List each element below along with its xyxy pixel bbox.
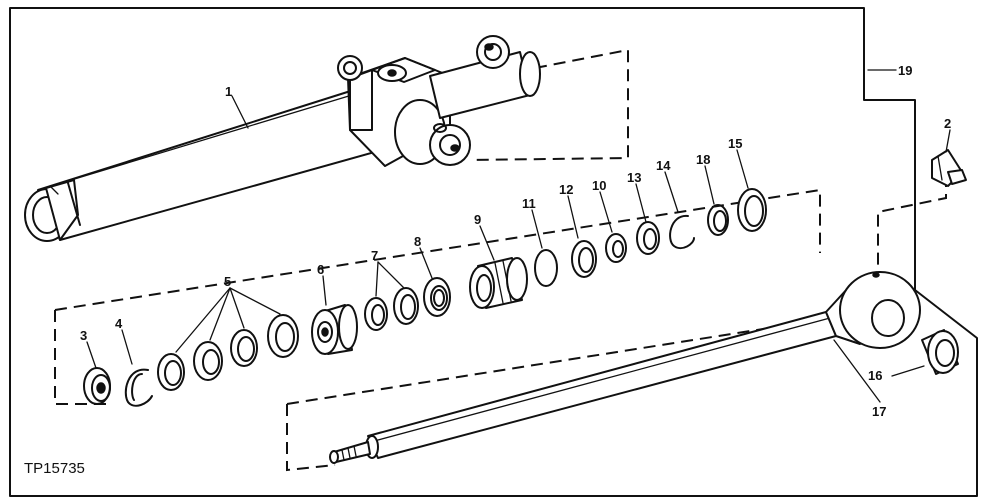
callout-3: 3: [80, 328, 87, 343]
dashed-guide-fitting: [877, 175, 947, 270]
callout-5: 5: [224, 274, 231, 289]
callout-13: 13: [627, 170, 641, 185]
callout-9: 9: [474, 212, 481, 227]
snap-ring: [124, 368, 153, 407]
callout-labels: 1 2 3 4 5 6 7 8 9 10 11 12 13 14 15 16 1…: [80, 63, 951, 419]
piston-seal: [423, 277, 451, 317]
rod-seal: [636, 221, 660, 255]
dashed-guide-rod: [286, 319, 821, 472]
wear-ring-pair: [364, 287, 419, 331]
o-ring: [534, 249, 558, 287]
wiper-seal: [605, 233, 627, 263]
callout-14: 14: [656, 158, 671, 173]
callout-1: 1: [225, 84, 232, 99]
retaining-ring: [669, 214, 695, 250]
callout-17: 17: [872, 404, 886, 419]
piston-rod: [329, 271, 921, 464]
callout-12: 12: [559, 182, 573, 197]
callout-15: 15: [728, 136, 742, 151]
callout-6: 6: [317, 262, 324, 277]
cylinder-barrel: [24, 35, 541, 242]
callout-16: 16: [868, 368, 882, 383]
callout-2: 2: [944, 116, 951, 131]
dashed-guide-piston-parts: [54, 188, 821, 405]
callout-19: 19: [898, 63, 912, 78]
nut: [83, 367, 111, 405]
head-seal-ring: [737, 188, 767, 232]
callout-18: 18: [696, 152, 710, 167]
callout-11: 11: [522, 196, 536, 211]
rod-guide: [469, 257, 528, 309]
elbow-fitting: [931, 149, 967, 187]
callout-4: 4: [115, 316, 123, 331]
dashed-guide-barrel: [469, 48, 629, 161]
spacer-ring: [707, 204, 729, 236]
callout-10: 10: [592, 178, 606, 193]
backup-ring: [571, 240, 597, 278]
piston: [311, 304, 358, 355]
eye-bushing: [921, 329, 959, 375]
leader-lines: [86, 69, 951, 403]
seal-ring-set: [157, 314, 299, 391]
callout-8: 8: [414, 234, 421, 249]
figure-reference-id: TP15735: [24, 460, 85, 477]
callout-7: 7: [371, 248, 378, 263]
